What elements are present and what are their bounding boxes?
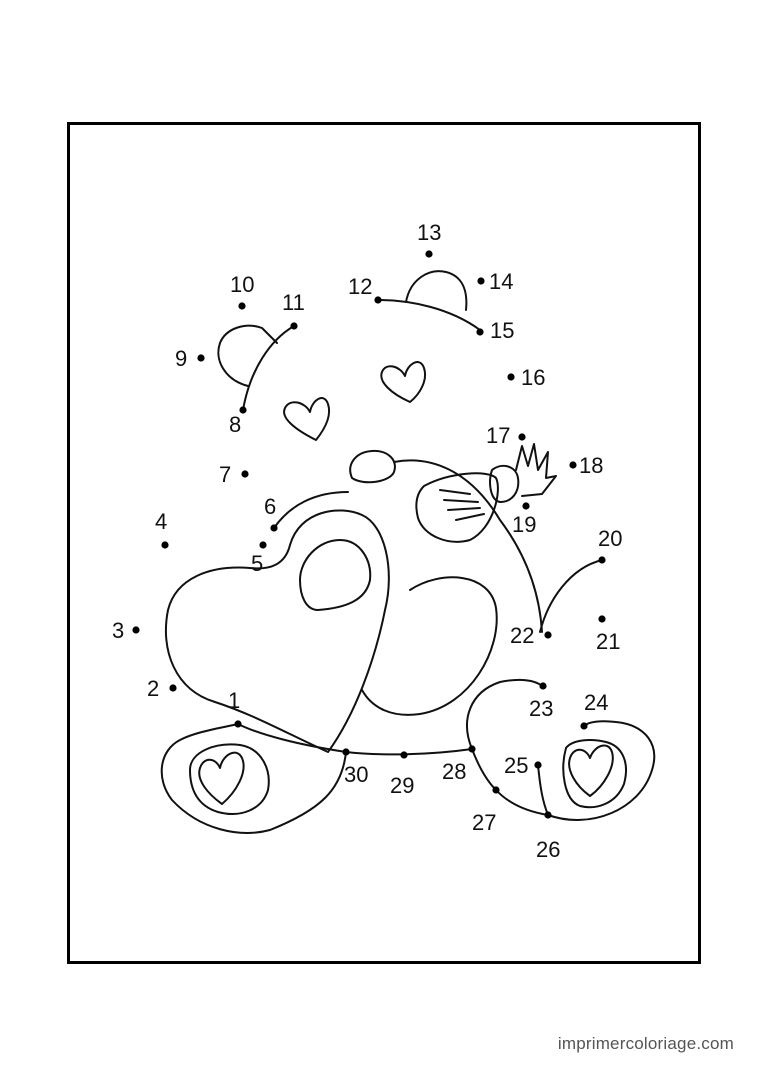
dot-label-5: 5 <box>251 551 263 576</box>
dot-label-16: 16 <box>521 365 545 390</box>
dot-label-2: 2 <box>147 676 159 701</box>
dot-1 <box>234 720 242 728</box>
dot-label-21: 21 <box>596 629 620 654</box>
dot-26 <box>544 811 552 819</box>
dot-27 <box>492 786 500 794</box>
big-heart <box>164 509 390 753</box>
dot-2 <box>169 684 177 692</box>
dot-label-3: 3 <box>112 618 124 643</box>
nose-bump <box>349 449 396 484</box>
dot-label-29: 29 <box>390 773 414 798</box>
left-foot-heart <box>198 751 245 805</box>
dot-23 <box>539 682 547 690</box>
dot-3 <box>132 626 140 634</box>
dot-6 <box>270 524 278 532</box>
dot-label-11: 11 <box>282 290 305 315</box>
dot-15 <box>476 328 484 336</box>
dot-10 <box>238 302 246 310</box>
left-foot-outer <box>160 723 347 834</box>
right-foot-heart <box>568 744 614 797</box>
head-left-curve <box>242 325 295 411</box>
dot-5 <box>259 541 267 549</box>
dot-label-10: 10 <box>230 272 254 297</box>
dot-label-15: 15 <box>490 318 514 343</box>
right-arm <box>539 559 603 633</box>
dot-label-22: 22 <box>510 623 534 648</box>
dot-21 <box>598 615 606 623</box>
dot-label-8: 8 <box>229 412 241 437</box>
dot-16 <box>507 373 515 381</box>
dot-label-7: 7 <box>219 462 231 487</box>
dot-label-19: 19 <box>512 512 536 537</box>
dot-8 <box>239 406 247 414</box>
right-foot-outer <box>547 720 656 821</box>
dot-label-4: 4 <box>155 509 167 534</box>
dot-label-1: 1 <box>228 688 240 713</box>
flower-tie <box>489 464 520 503</box>
dot-28 <box>468 745 476 753</box>
head-top-line <box>377 299 481 331</box>
dot-13 <box>425 250 433 258</box>
body-belly <box>361 576 498 716</box>
dot-14 <box>477 277 485 285</box>
dot-18 <box>569 461 577 469</box>
dot-label-24: 24 <box>584 690 608 715</box>
puzzle-frame <box>67 122 701 964</box>
big-heart-inner <box>299 539 372 611</box>
right-foot-pad <box>562 739 627 809</box>
dot-7 <box>241 470 249 478</box>
heart-small-right <box>380 361 426 403</box>
dot-label-20: 20 <box>598 526 622 551</box>
dot-19 <box>522 502 530 510</box>
heart-small-left <box>283 397 330 441</box>
dot-label-6: 6 <box>264 494 276 519</box>
dot-label-25: 25 <box>504 753 528 778</box>
dot-9 <box>197 354 205 362</box>
dot-20 <box>598 556 606 564</box>
dot-label-26: 26 <box>536 837 560 862</box>
dot-label-30: 30 <box>344 762 368 787</box>
dot-label-9: 9 <box>175 346 187 371</box>
dot-29 <box>400 751 408 759</box>
dot-24 <box>580 722 588 730</box>
flower-petals <box>439 489 485 521</box>
ear-right-line <box>405 270 468 311</box>
dot-label-13: 13 <box>417 220 441 245</box>
website-watermark[interactable]: imprimercoloriage.com <box>557 1034 734 1053</box>
dot-12 <box>374 296 382 304</box>
dot-label-14: 14 <box>489 269 513 294</box>
dot-label-12: 12 <box>348 274 372 299</box>
left-foot-pad <box>189 743 270 815</box>
dot-11 <box>290 322 298 330</box>
dot-label-18: 18 <box>579 453 603 478</box>
dot-label-28: 28 <box>442 759 466 784</box>
arm-line <box>273 491 349 529</box>
right-leg <box>466 678 543 750</box>
dot-label-17: 17 <box>486 423 510 448</box>
dot-label-27: 27 <box>472 810 496 835</box>
ear-left-line <box>217 324 278 387</box>
dot-17 <box>518 433 526 441</box>
dot-4 <box>161 541 169 549</box>
flower-head <box>415 472 499 543</box>
dot-label-23: 23 <box>529 696 553 721</box>
right-foot-stem <box>537 764 549 816</box>
bottom-line <box>345 748 473 756</box>
body-back <box>393 459 543 633</box>
flower-leaves <box>515 443 557 497</box>
dot-25 <box>534 761 542 769</box>
dot-30 <box>342 748 350 756</box>
dot-22 <box>544 631 552 639</box>
